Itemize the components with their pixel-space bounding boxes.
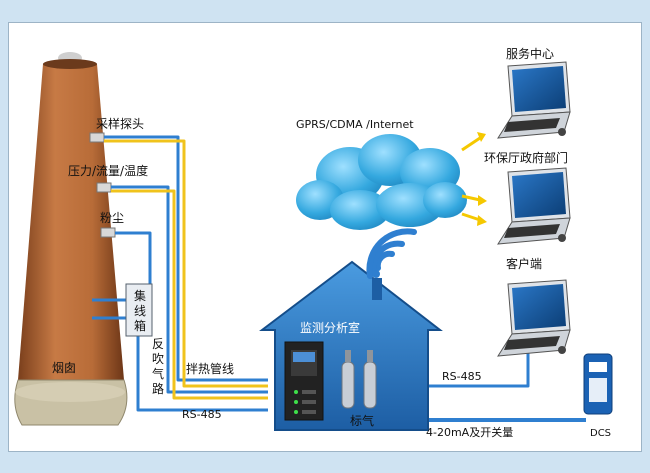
label-network: GPRS/CDMA /Internet — [296, 118, 414, 131]
probe-dust — [100, 227, 116, 238]
label-junction-box-2: 线 — [134, 304, 146, 318]
label-blowback-3: 气 — [152, 366, 164, 381]
label-service-center: 服务中心 — [506, 46, 554, 61]
dcs-terminal-icon — [583, 353, 613, 415]
arrow-to-client — [461, 212, 487, 226]
label-junction-box-1: 集 — [134, 288, 146, 303]
laptop-client-icon — [497, 279, 571, 357]
label-io-signal: 4-20mA及开关量 — [426, 425, 513, 439]
label-chimney: 烟囱 — [52, 361, 76, 375]
label-junction-box-3: 箱 — [134, 318, 146, 333]
laptop-service-center-icon — [497, 61, 571, 139]
label-sampling-probe: 采样探头 — [96, 116, 144, 131]
label-epb-dept: 环保厅政府部门 — [484, 150, 568, 165]
label-blowback-1: 反 — [152, 337, 164, 351]
label-dcs: DCS — [590, 428, 611, 439]
wireless-signal-icon — [366, 228, 417, 279]
label-client: 客户端 — [506, 256, 542, 271]
label-dust: 粉尘 — [100, 211, 124, 225]
junction-box — [125, 283, 153, 337]
laptop-epb-icon — [497, 167, 571, 245]
label-pressure-flow-temp: 压力/流量/温度 — [68, 163, 148, 178]
label-monitoring-room: 监测分析室 — [300, 320, 360, 335]
monitoring-room — [259, 260, 443, 431]
probe-pressure — [96, 182, 112, 193]
arrow-to-epb — [461, 194, 487, 206]
label-blowback-2: 吹 — [152, 352, 164, 366]
network-cloud — [296, 134, 467, 230]
label-heat-trace: 拌热管线 — [186, 361, 234, 376]
label-rs485-left: RS-485 — [182, 408, 222, 421]
label-blowback-4: 路 — [152, 381, 164, 396]
chimney — [14, 52, 128, 426]
arrow-to-service — [461, 132, 486, 152]
probe-sampling — [89, 132, 105, 143]
label-standard-gas: 标气 — [350, 413, 374, 428]
label-rs485-right: RS-485 — [442, 370, 482, 383]
cable-bundle — [92, 135, 586, 422]
